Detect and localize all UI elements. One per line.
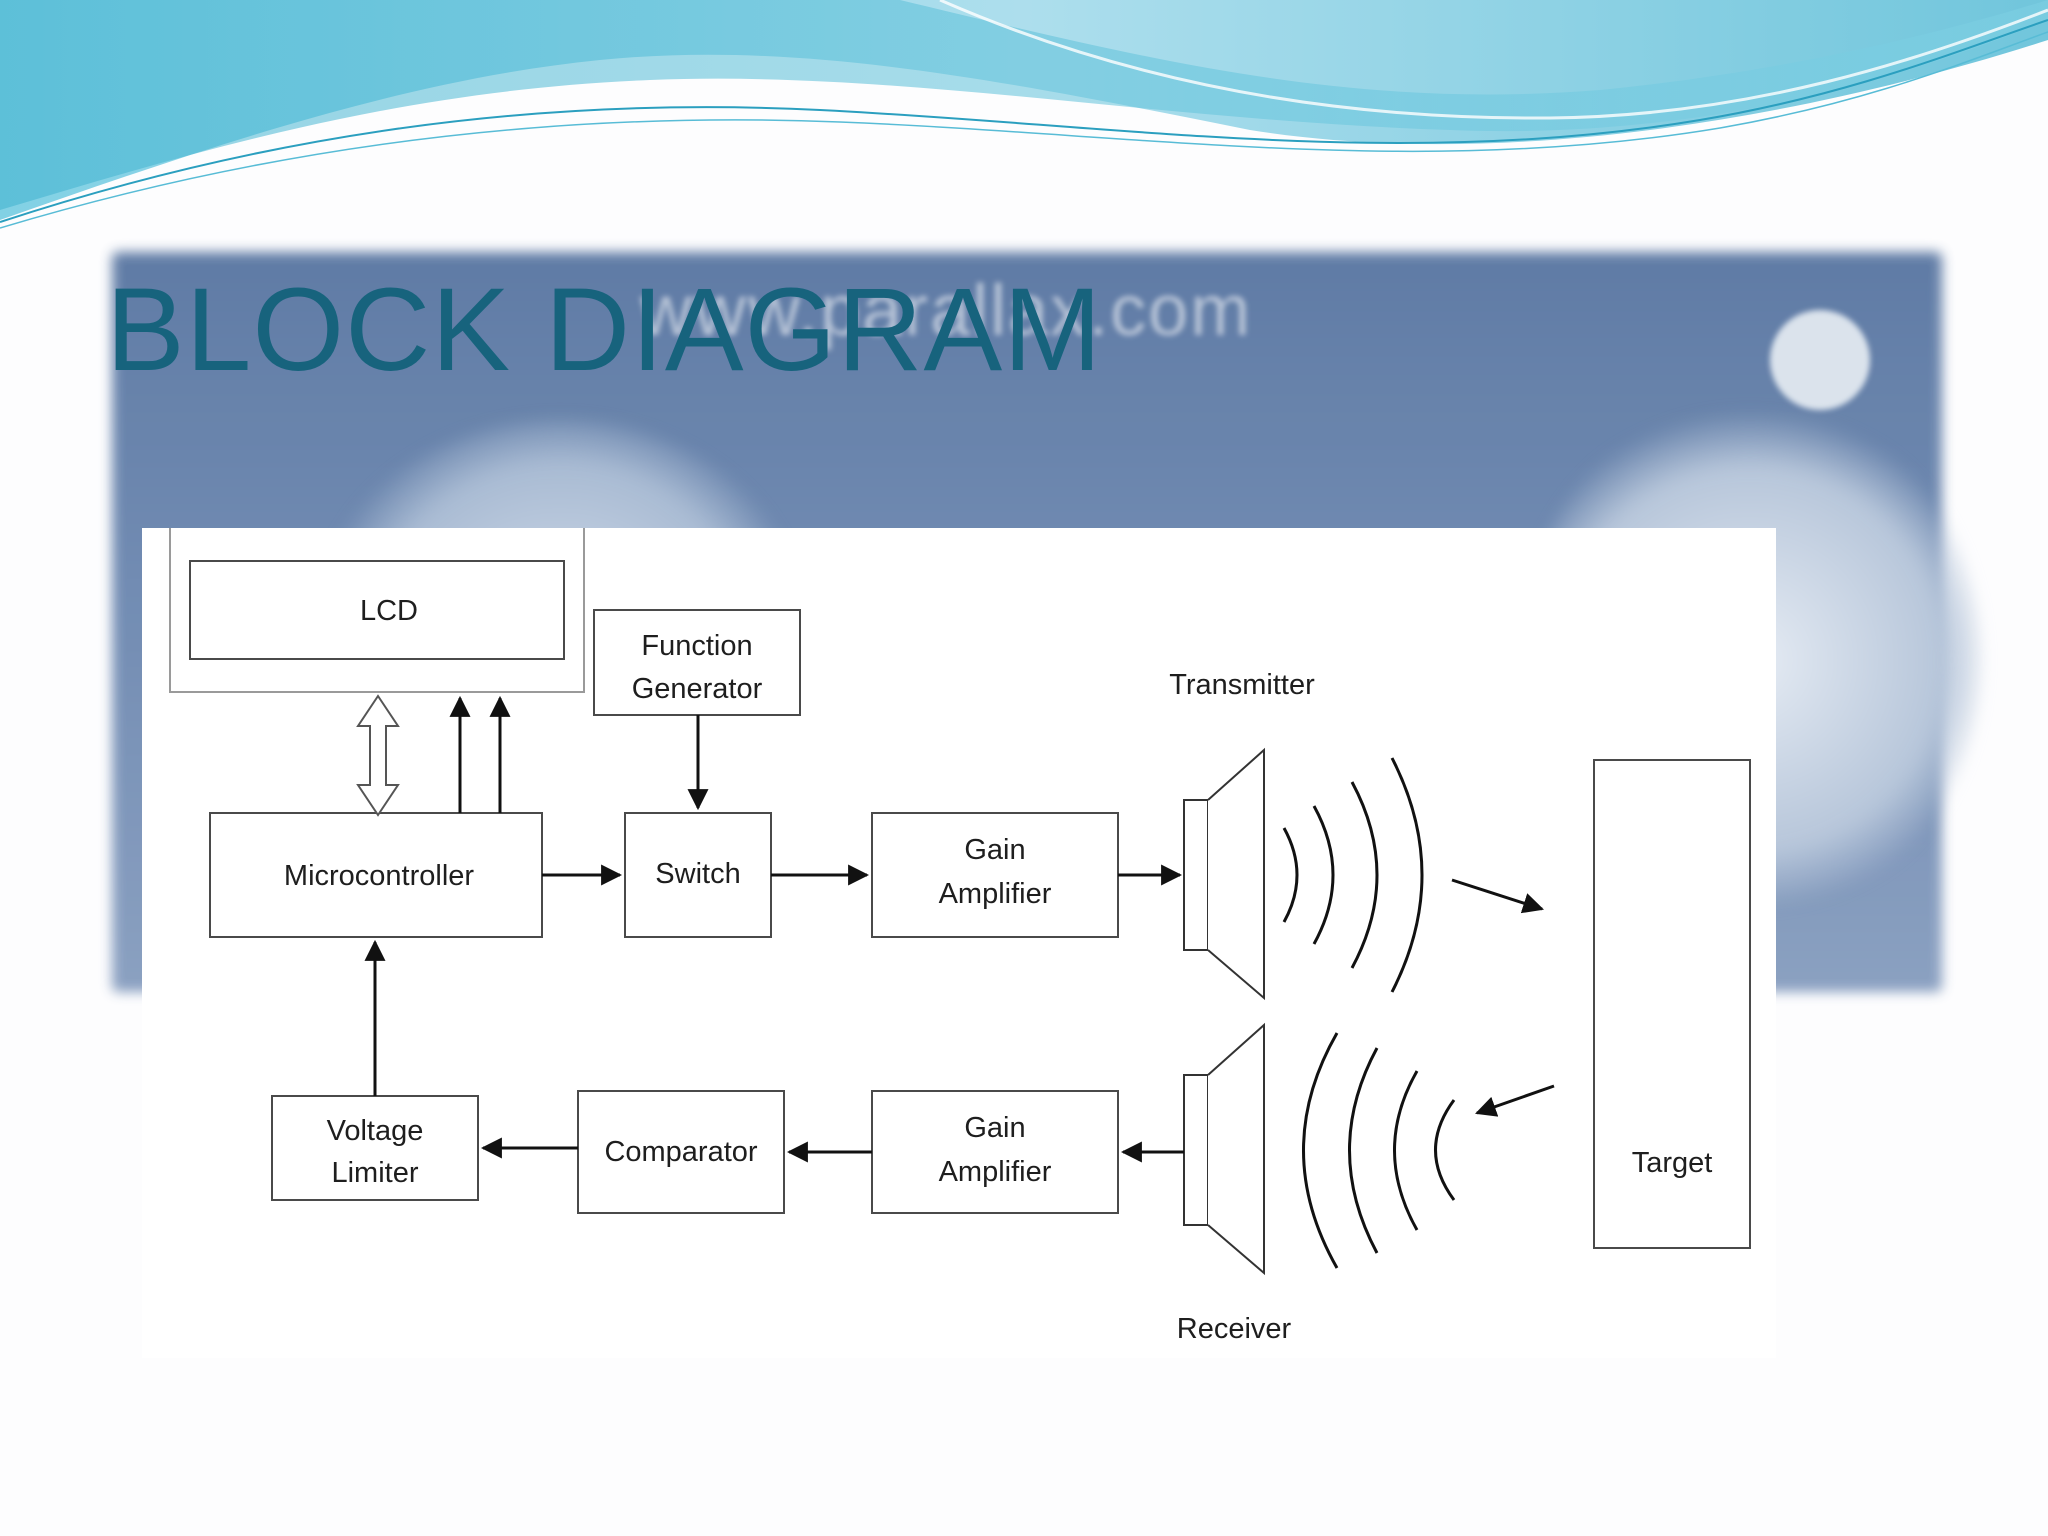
microcontroller-block: [209, 812, 543, 938]
target-block: [1593, 759, 1751, 1249]
gain-amplifier-tx-label-line1: Gain: [964, 834, 1025, 866]
gain-amplifier-rx-label-line2: Amplifier: [939, 1156, 1052, 1188]
transmitter-caption: Transmitter: [1169, 669, 1315, 701]
received-wave-icon: [1302, 1032, 1456, 1269]
comparator-label: Comparator: [604, 1136, 757, 1168]
lcd-block: [189, 560, 565, 660]
gain-amplifier-tx-label-line2: Amplifier: [939, 878, 1052, 910]
switch-block: [624, 812, 772, 938]
function-generator-label-line1: Function: [641, 630, 752, 662]
background-photo-text: www.parallax.com: [640, 271, 1253, 351]
block-diagram-panel: LCD Function Generator Transmitter Micro…: [142, 528, 1776, 1358]
voltage-limiter-block: [271, 1095, 479, 1201]
receiver-caption: Receiver: [1177, 1313, 1292, 1345]
block-diagram: LCD Function Generator Transmitter Micro…: [169, 528, 1751, 1345]
switch-label: Switch: [655, 858, 740, 890]
slide-title: BLOCK DIAGRAM: [106, 264, 1103, 396]
transmitter-speaker-icon: [1183, 747, 1265, 1001]
comparator-block: [577, 1090, 785, 1214]
transmitted-wave-icon: [1282, 757, 1424, 993]
voltage-limiter-label-line1: Voltage: [327, 1115, 424, 1147]
background-photo-mounting-hole: [1770, 310, 1870, 410]
gain-amplifier-tx-block: [871, 812, 1119, 938]
lcd-label: LCD: [360, 595, 418, 627]
target-label: Target: [1632, 1147, 1713, 1179]
function-generator-label-line2: Generator: [632, 673, 763, 705]
gain-amplifier-rx-label-line1: Gain: [964, 1112, 1025, 1144]
gain-amplifier-rx-block: [871, 1090, 1119, 1214]
header-wave-decoration: [0, 0, 2048, 229]
receiver-speaker-icon: [1183, 1022, 1265, 1276]
transmitted-signal-arrow: [1451, 878, 1544, 914]
echo-signal-arrow: [1475, 1084, 1555, 1117]
lcd-microcontroller-bus-arrow: [356, 694, 400, 817]
voltage-limiter-label-line2: Limiter: [331, 1157, 418, 1189]
microcontroller-label: Microcontroller: [284, 860, 474, 892]
